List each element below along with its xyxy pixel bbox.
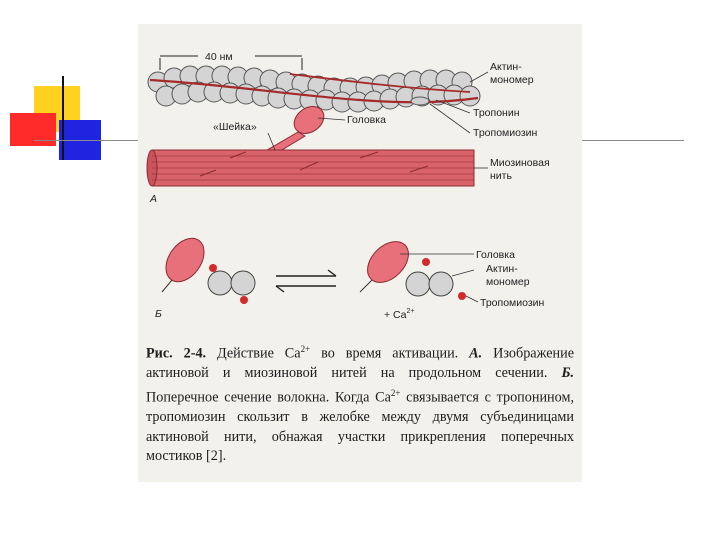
label-myosin-1: Миозиновая bbox=[490, 157, 550, 169]
myosin-filament bbox=[147, 150, 474, 186]
label-ca-sup: 2+ bbox=[406, 308, 414, 315]
label-ca-plus: + Ca bbox=[384, 309, 407, 321]
caption-b-text-pre: Поперечное сечение волокна. Когда Ca bbox=[146, 390, 391, 406]
label-actin-monomer-1: Актин- bbox=[490, 61, 522, 73]
caption-title-pre: Действие Ca bbox=[206, 346, 300, 362]
label-troponin: Тропонин bbox=[473, 107, 520, 119]
caption-title-post: во время активации. bbox=[310, 346, 458, 362]
label-neck: «Шейка» bbox=[213, 121, 257, 133]
troponin bbox=[411, 97, 429, 105]
label-tropomyosin: Тропомиозин bbox=[473, 127, 538, 139]
equilibrium-arrows bbox=[276, 270, 336, 292]
label-tropomyosin-b: Тропомиозин bbox=[480, 297, 545, 309]
panel-label-b: Б bbox=[155, 308, 162, 320]
label-actin-b-2: мономер bbox=[486, 276, 530, 288]
scale-bar: 40 нм bbox=[160, 51, 302, 70]
label-head-b: Головка bbox=[476, 249, 515, 261]
cross-section-active bbox=[360, 234, 466, 300]
caption-a-label: А. bbox=[469, 346, 482, 362]
caption-fig-number: Рис. 2-4. bbox=[146, 346, 206, 362]
label-ca: + Ca2+ bbox=[384, 308, 414, 321]
cross-section-rest bbox=[158, 231, 255, 304]
label-myosin-2: нить bbox=[490, 170, 512, 182]
label-actin-monomer-2: мономер bbox=[490, 74, 534, 86]
scale-label: 40 нм bbox=[205, 51, 233, 63]
figure-caption: Рис. 2-4. Действие Ca2+ во время активац… bbox=[146, 340, 574, 467]
label-actin-b-1: Актин- bbox=[486, 263, 518, 275]
label-head: Головка bbox=[347, 114, 386, 126]
caption-b-label: Б. bbox=[561, 365, 574, 381]
panel-label-a: А bbox=[149, 193, 157, 205]
caption-title-sup: 2+ bbox=[301, 344, 311, 354]
